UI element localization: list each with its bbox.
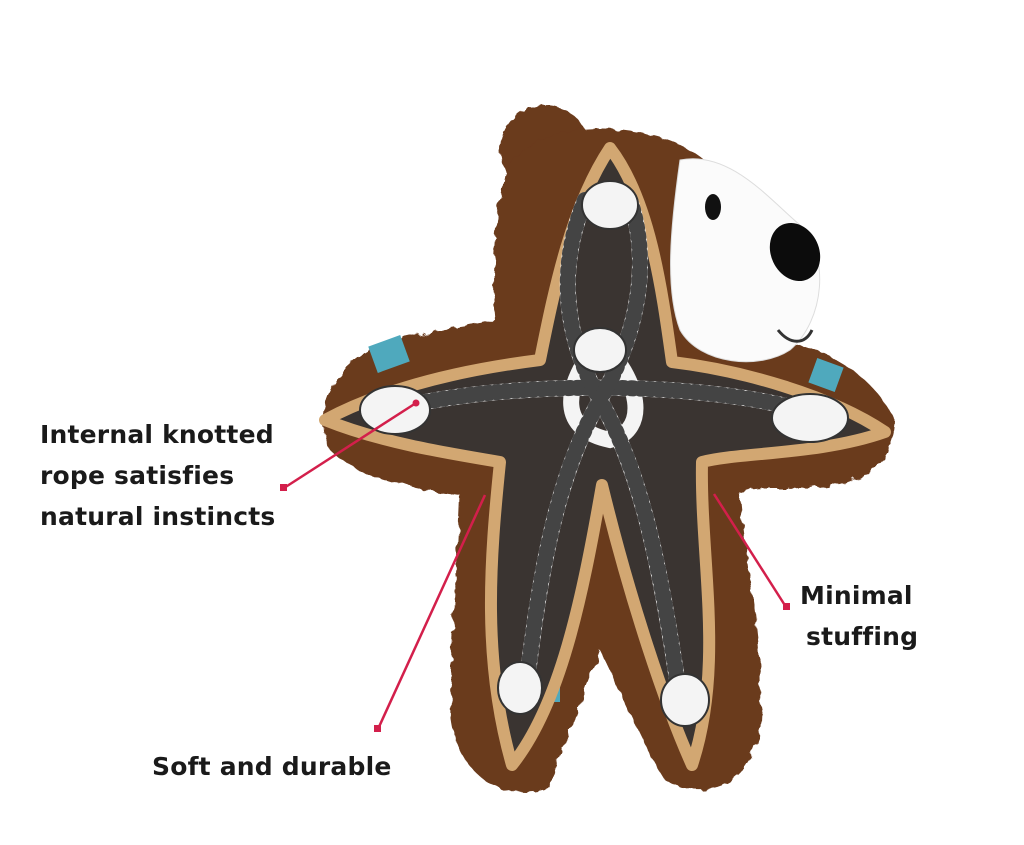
leader-lines: [280, 399, 790, 732]
callout-stuffing: Minimal stuffing: [800, 575, 918, 657]
callout-text: Minimal: [800, 581, 913, 610]
callout-text: stuffing: [806, 622, 919, 651]
leader-line-durable: [376, 494, 487, 730]
callout-text: natural instincts: [40, 502, 276, 531]
leader-line-stuffing: [712, 493, 788, 608]
callout-durable: Soft and durable: [152, 746, 392, 787]
bear-face: [670, 158, 821, 363]
knotted-rope: [359, 180, 849, 727]
callout-rope: Internal knotted rope satisfies natural …: [40, 414, 276, 537]
callout-text: rope satisfies: [40, 461, 235, 490]
callout-text: Soft and durable: [152, 752, 392, 781]
callout-text: Internal knotted: [40, 420, 274, 449]
leader-line-rope: [283, 401, 417, 490]
nose-icon: [769, 222, 821, 282]
eye-icon: [705, 194, 721, 220]
